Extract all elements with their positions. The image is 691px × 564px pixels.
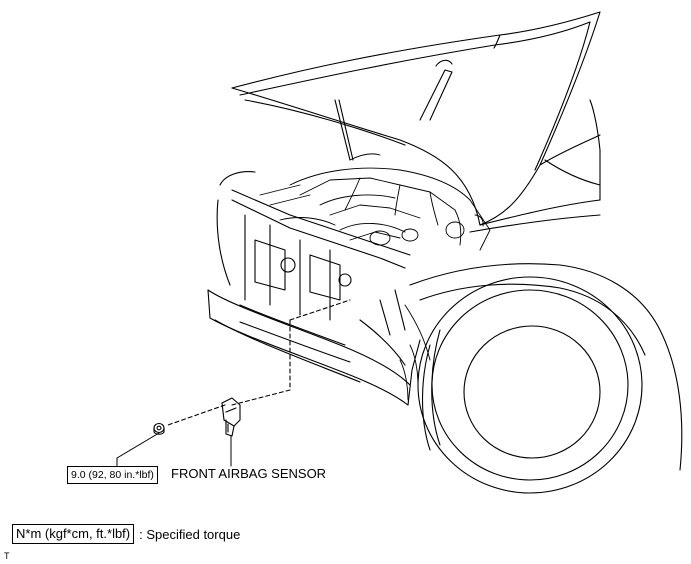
front-airbag-sensor-label: FRONT AIRBAG SENSOR	[171, 466, 327, 481]
hood-support-rod	[334, 99, 354, 161]
front-bumper	[207, 289, 421, 406]
torque-legend: N*m (kgf*cm, ft.*lbf) : Specified torque	[12, 524, 240, 544]
fender-liner	[399, 304, 431, 401]
mounting-nut	[153, 422, 165, 435]
front-airbag-sensor	[221, 397, 241, 437]
fender	[409, 99, 683, 471]
hood	[231, 11, 601, 226]
corner-mark: T	[4, 551, 10, 561]
engine	[259, 153, 491, 251]
legend-unit-box: N*m (kgf*cm, ft.*lbf)	[12, 524, 135, 544]
legend-description: : Specified torque	[139, 526, 241, 542]
leader-lines	[116, 432, 232, 467]
radiator-support	[216, 171, 411, 321]
installation-guide-line	[167, 299, 351, 426]
torque-value-box: 9.0 (92, 80 in.*lbf)	[67, 466, 158, 484]
